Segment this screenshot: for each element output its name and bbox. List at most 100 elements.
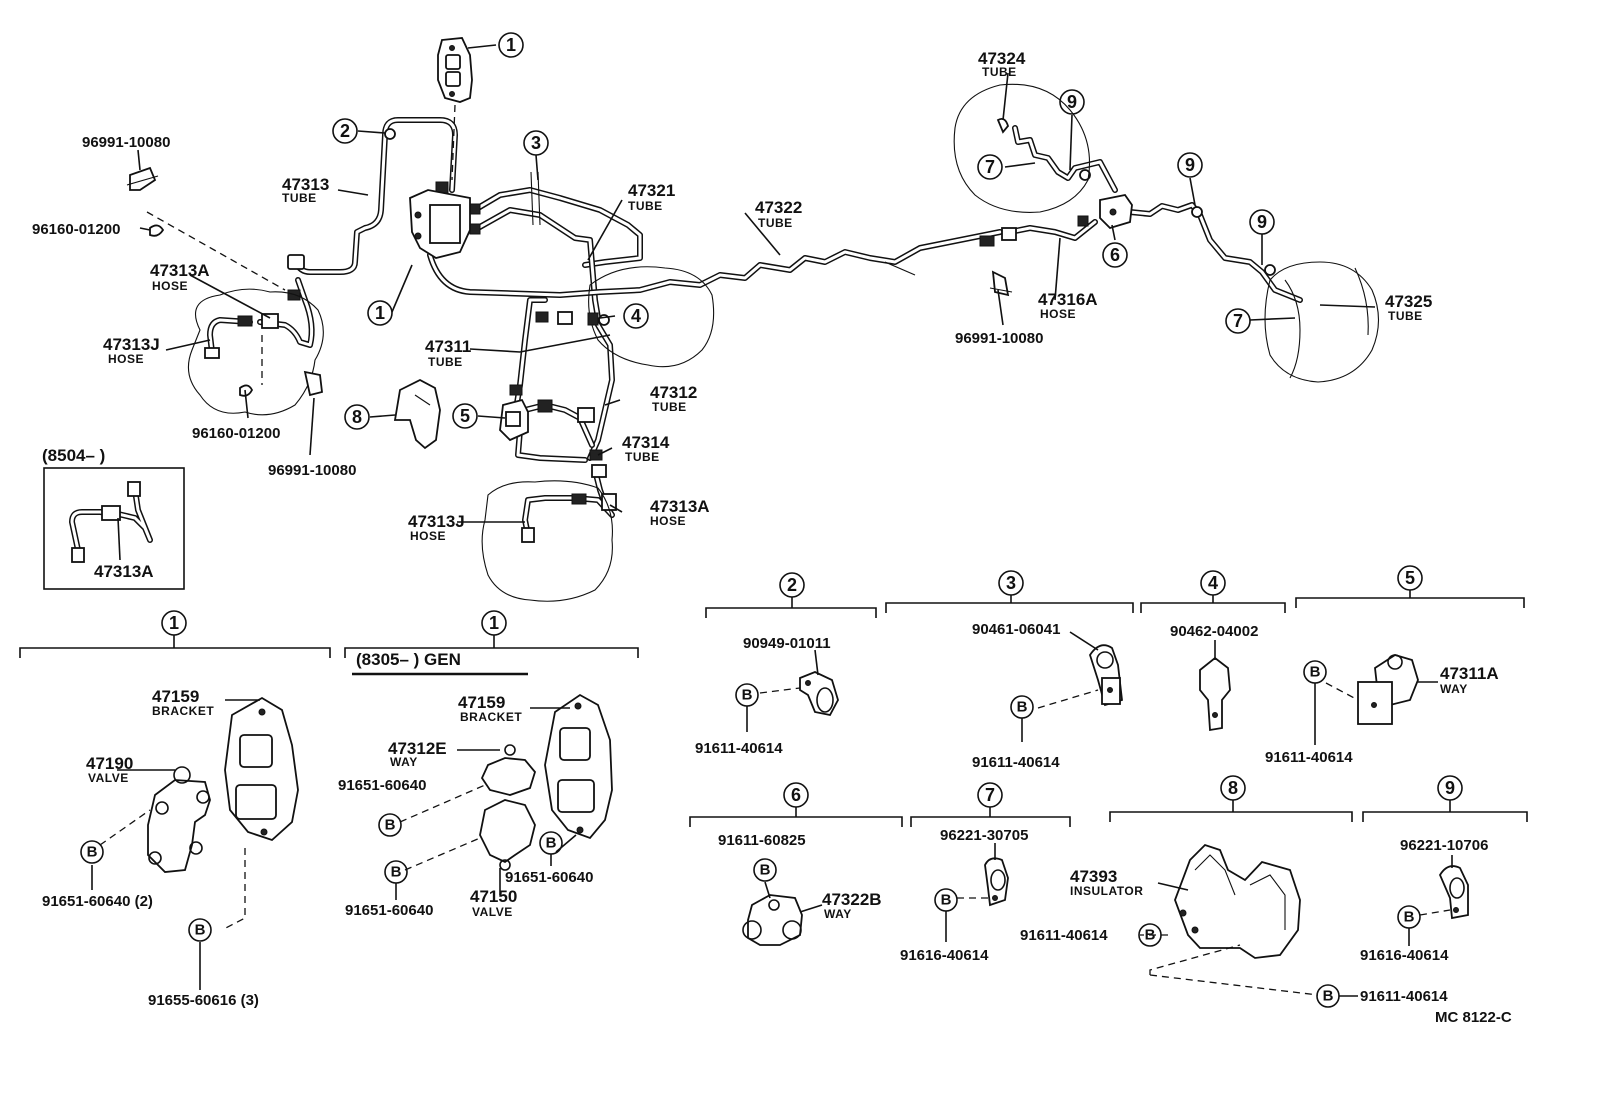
d2-label-90949: 90949-01011 xyxy=(743,635,831,652)
label-47324-tube: 47324 xyxy=(978,49,1026,68)
label-47314-tube: 47314 xyxy=(622,433,670,452)
d3-label-91611: 91611-40614 xyxy=(972,754,1060,771)
bolt-b-8-1: B xyxy=(1145,927,1156,944)
leader-lines xyxy=(137,44,1376,523)
callout-7-detail: 7 xyxy=(985,785,995,805)
d1b-sub-47150: VALVE xyxy=(472,905,513,919)
callout-9-detail: 9 xyxy=(1445,778,1455,798)
callout-9-center: 9 xyxy=(1185,155,1195,175)
d9-label-96221: 96221-10706 xyxy=(1400,837,1488,854)
proportioning-valve-assembly xyxy=(409,37,473,259)
d1b-label-47150: 47150 xyxy=(470,887,517,906)
bolt-b-7: B xyxy=(941,892,952,909)
d1a-label-47190: 47190 xyxy=(86,754,133,773)
bolt-b-1b-3: B xyxy=(546,835,557,852)
d3-label-90461: 90461-06041 xyxy=(972,621,1060,638)
label-47313-tube: 47313 xyxy=(282,175,329,194)
sub-47322-tube: TUBE xyxy=(758,216,793,230)
detail-9: 9 B 96221-10706 91616-40614 xyxy=(1360,775,1528,964)
callouts-main: 1 2 3 1 4 5 8 7 9 9 9 7 6 xyxy=(332,32,1275,430)
sub-47314-tube: TUBE xyxy=(625,450,660,464)
callout-5-main: 5 xyxy=(460,406,470,426)
d8-label-91611-a: 91611-40614 xyxy=(1020,927,1108,944)
d5-label-47311A: 47311A xyxy=(1440,664,1499,683)
d8-sub-47393: INSULATOR xyxy=(1070,884,1143,898)
detail-6: 6 B 91611-60825 47322B WAY xyxy=(689,782,903,946)
label-47313A-hose-right: 47313A xyxy=(650,497,710,516)
clips xyxy=(126,117,1133,450)
wheel-assemblies xyxy=(187,83,1380,602)
bolt-b-1b-2: B xyxy=(391,864,402,881)
bolt-b-1b-1: B xyxy=(385,817,396,834)
callout-1-main: 1 xyxy=(375,303,385,323)
bolt-b-2: B xyxy=(742,687,753,704)
label-96160-01200-clip: 96160-01200 xyxy=(32,221,120,238)
d6-sub-47322B: WAY xyxy=(824,907,852,921)
callout-1-detail-a: 1 xyxy=(169,613,179,633)
detail-7: 7 B 96221-30705 91616-40614 xyxy=(900,782,1071,964)
callout-2-detail: 2 xyxy=(787,575,797,595)
d1a-sub-47159: BRACKET xyxy=(152,704,214,718)
detail-8: 8 B B 47393 INSULATOR 91611-40614 91611-… xyxy=(1020,775,1448,1008)
callout-9-rear-left: 9 xyxy=(1067,92,1077,112)
inset-8504: (8504– ) 47313A xyxy=(42,446,185,590)
sub-47325-tube: TUBE xyxy=(1388,309,1423,323)
d1b-header: (8305– ) GEN xyxy=(356,650,461,669)
d1a-label-47159: 47159 xyxy=(152,687,199,706)
detail-3: 3 B 90461-06041 91611-40614 xyxy=(885,570,1134,771)
callout-8-detail: 8 xyxy=(1228,778,1238,798)
callout-3-main: 3 xyxy=(531,133,541,153)
inset-part-47313A: 47313A xyxy=(94,562,154,581)
callout-7-rear-left: 7 xyxy=(985,157,995,177)
bolt-b-1a-1: B xyxy=(87,844,98,861)
callout-6-main: 6 xyxy=(1110,245,1120,265)
callout-9-rear-right: 9 xyxy=(1257,212,1267,232)
d1b-label-91651-a: 91651-60640 xyxy=(338,777,426,794)
label-96991-10080-clip: 96991-10080 xyxy=(82,134,170,151)
d5-sub-47311A: WAY xyxy=(1440,682,1468,696)
sub-47313A-hose-right: HOSE xyxy=(650,514,686,528)
d9-label-91616: 91616-40614 xyxy=(1360,947,1449,964)
label-96991-10080-rear: 96991-10080 xyxy=(955,330,1043,347)
label-47321-tube: 47321 xyxy=(628,181,675,200)
detail-4: 4 90462-04002 xyxy=(1140,570,1286,732)
label-47313A-hose-left: 47313A xyxy=(150,261,210,280)
d6-label-47322B: 47322B xyxy=(822,890,882,909)
footer-drawing-code: MC 8122-C xyxy=(1435,1009,1512,1026)
sub-47311-tube: TUBE xyxy=(428,355,463,369)
d1b-sub-47312E: WAY xyxy=(390,755,418,769)
sub-47313A-hose-left: HOSE xyxy=(152,279,188,293)
sub-47316A-hose: HOSE xyxy=(1040,307,1076,321)
callout-2-main: 2 xyxy=(340,121,350,141)
bolt-b-8-2: B xyxy=(1323,988,1334,1005)
callout-1-detail-b: 1 xyxy=(489,613,499,633)
sub-47312-tube: TUBE xyxy=(652,400,687,414)
callout-5-detail: 5 xyxy=(1405,568,1415,588)
detail-2: 2 B 90949-01011 91611-40614 xyxy=(695,572,877,757)
d1b-label-47312E: 47312E xyxy=(388,739,447,758)
callout-6-detail: 6 xyxy=(791,785,801,805)
label-47316A-hose: 47316A xyxy=(1038,290,1098,309)
sub-47321-tube: TUBE xyxy=(628,199,663,213)
detail-1-gen: 1 (8305– ) GEN B B B 47159 BRACKET 47312… xyxy=(338,610,639,919)
bolt-b-1a-2: B xyxy=(195,922,206,939)
label-47311-tube: 47311 xyxy=(425,337,471,356)
bolt-b-6: B xyxy=(760,862,771,879)
label-47313J-hose-right: 47313J xyxy=(408,512,465,531)
d1b-label-91651-b: 91651-60640 xyxy=(345,902,433,919)
d1b-label-91651-c: 91651-60640 xyxy=(505,869,593,886)
d4-label-90462: 90462-04002 xyxy=(1170,623,1258,640)
sub-47313J-hose-right: HOSE xyxy=(410,529,446,543)
tube-fittings xyxy=(204,128,1276,543)
label-96160-01200-lower: 96160-01200 xyxy=(192,425,280,442)
bolt-b-3: B xyxy=(1017,699,1028,716)
d7-label-96221: 96221-30705 xyxy=(940,827,1028,844)
d1b-sub-47159: BRACKET xyxy=(460,710,522,724)
label-47322-tube: 47322 xyxy=(755,198,802,217)
sub-47313-tube: TUBE xyxy=(282,191,317,205)
label-47312-tube: 47312 xyxy=(650,383,697,402)
callout-8-main: 8 xyxy=(352,407,362,427)
d8-label-91611-b: 91611-40614 xyxy=(1360,988,1448,1005)
d2-label-91611: 91611-40614 xyxy=(695,740,783,757)
